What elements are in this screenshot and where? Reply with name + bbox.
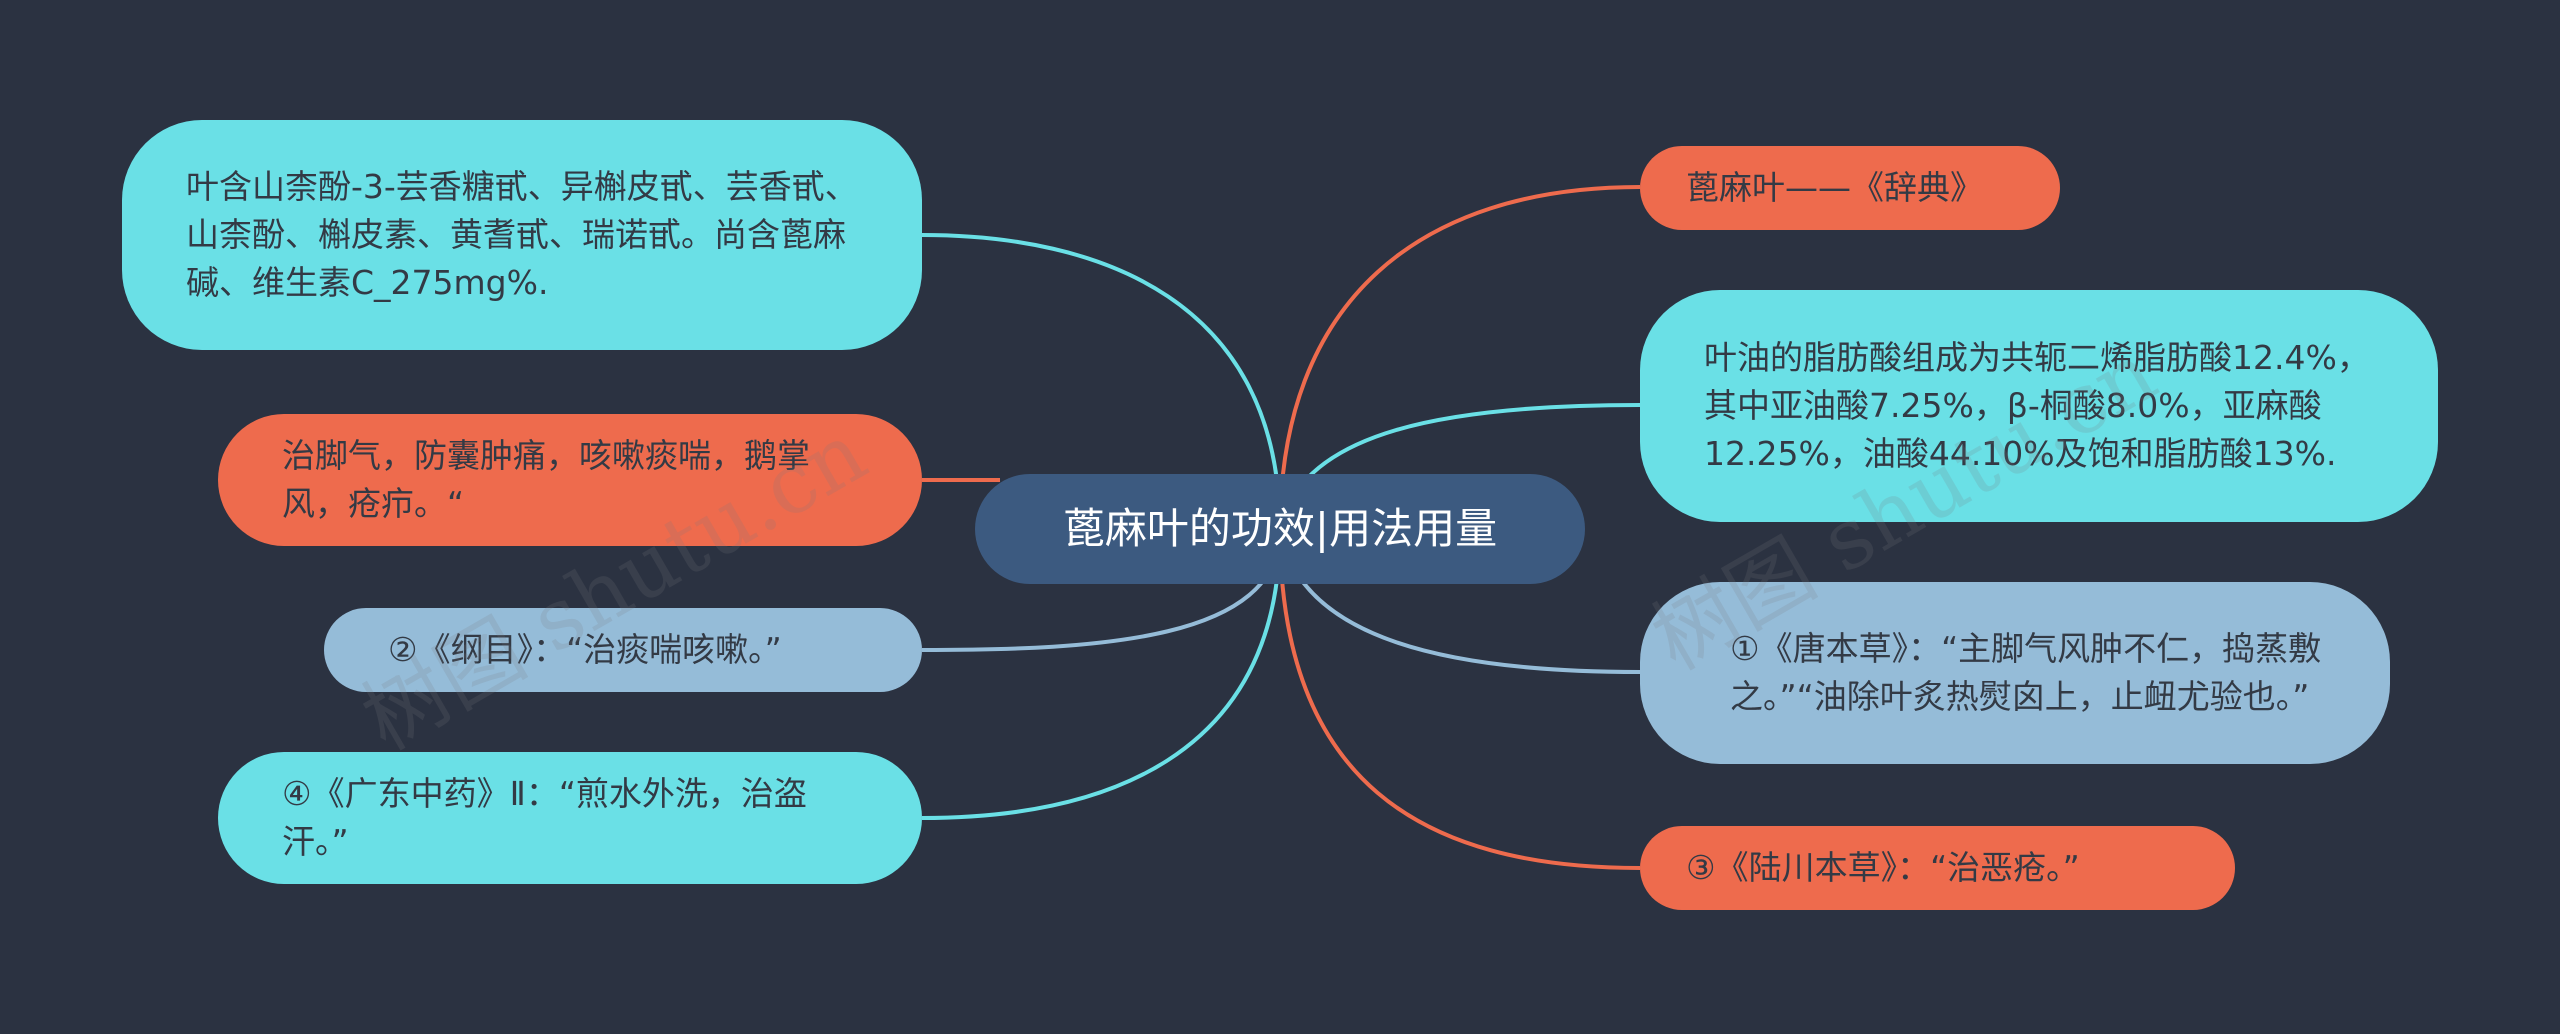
topic-l3-text: ②《纲目》：“治痰喘咳嗽。” [388, 630, 782, 669]
topic-l4[interactable]: ④《广东中药》Ⅱ：“煎水外洗，治盗汗。” [218, 752, 922, 884]
connector-l1 [921, 233, 1282, 531]
connector-l4 [921, 529, 1282, 820]
topic-l1[interactable]: 叶含山柰酚-3-芸香糖甙、异槲皮甙、芸香甙、山柰酚、槲皮素、黄耆甙、瑞诺甙。尚含… [122, 120, 922, 350]
topic-r3-text: ①《唐本草》：“主脚气风肿不仁，捣蒸敷之。”“油除叶炙热熨囟上，止衄尤验也。” [1730, 629, 2322, 716]
topic-r4-text: ③《陆川本草》：“治恶疮。” [1686, 848, 2080, 887]
topic-r1[interactable]: 蓖麻叶——《辞典》 [1640, 146, 2060, 230]
central-topic-label: 蓖麻叶的功效|用法用量 [1062, 504, 1498, 553]
topic-r2-text: 叶油的脂肪酸组成为共轭二烯脂肪酸12.4%，其中亚油酸7.25%，β-桐酸8.0… [1704, 338, 2370, 473]
connector-r1 [1278, 185, 1641, 531]
topic-l2-text: 治脚气，防囊肿痛，咳嗽痰喘，鹅掌风，疮疖。“ [282, 436, 810, 523]
central-topic[interactable]: 蓖麻叶的功效|用法用量 [975, 474, 1585, 584]
topic-l1-text: 叶含山柰酚-3-芸香糖甙、异槲皮甙、芸香甙、山柰酚、槲皮素、黄耆甙、瑞诺甙。尚含… [186, 167, 858, 302]
connector-r4 [1278, 529, 1641, 870]
topic-l4-text: ④《广东中药》Ⅱ：“煎水外洗，治盗汗。” [282, 774, 807, 861]
topic-r3[interactable]: ①《唐本草》：“主脚气风肿不仁，捣蒸敷之。”“油除叶炙热熨囟上，止衄尤验也。” [1640, 582, 2390, 764]
topic-l2[interactable]: 治脚气，防囊肿痛，咳嗽痰喘，鹅掌风，疮疖。“ [218, 414, 922, 546]
topic-r2[interactable]: 叶油的脂肪酸组成为共轭二烯脂肪酸12.4%，其中亚油酸7.25%，β-桐酸8.0… [1640, 290, 2438, 522]
topic-l3[interactable]: ②《纲目》：“治痰喘咳嗽。” [324, 608, 922, 692]
topic-r4[interactable]: ③《陆川本草》：“治恶疮。” [1640, 826, 2235, 910]
topic-r1-text: 蓖麻叶——《辞典》 [1686, 168, 1983, 207]
